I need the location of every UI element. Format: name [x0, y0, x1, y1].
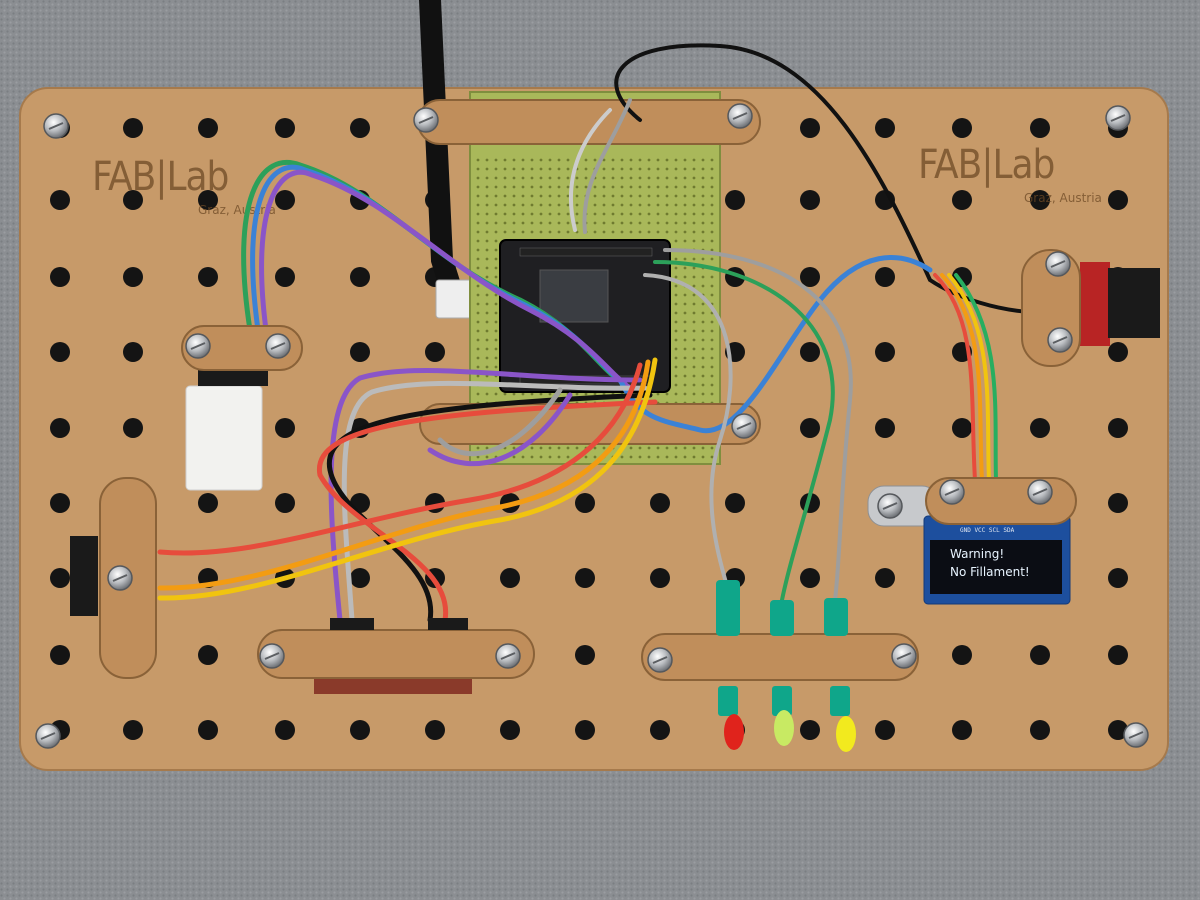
peg-hole: [50, 418, 70, 438]
peg-hole: [123, 720, 143, 740]
peg-hole: [275, 418, 295, 438]
peg-hole: [275, 720, 295, 740]
peg-hole: [1030, 720, 1050, 740]
peg-hole: [123, 190, 143, 210]
svg-text:FAB|Lab: FAB|Lab: [918, 142, 1054, 188]
peg-hole: [875, 720, 895, 740]
peg-hole: [800, 568, 820, 588]
peg-hole: [1108, 190, 1128, 210]
peg-hole: [725, 190, 745, 210]
peg-hole: [875, 267, 895, 287]
peg-hole: [275, 190, 295, 210]
peg-hole: [275, 493, 295, 513]
peg-hole: [952, 118, 972, 138]
peg-hole: [275, 118, 295, 138]
led-clamp: [641, 633, 919, 681]
led-green: [770, 600, 794, 746]
peg-hole: [1108, 493, 1128, 513]
peg-hole: [425, 720, 445, 740]
peg-hole: [50, 342, 70, 362]
peg-hole: [50, 568, 70, 588]
peg-hole: [952, 190, 972, 210]
peg-hole: [952, 720, 972, 740]
peg-hole: [650, 493, 670, 513]
peg-hole: [1108, 645, 1128, 665]
fablab-logo-right: FAB|Lab Graz, Austria: [918, 142, 1102, 205]
peg-hole: [123, 418, 143, 438]
peg-hole: [1030, 418, 1050, 438]
peg-hole: [575, 645, 595, 665]
oled-line-1: Warning!: [950, 547, 1004, 561]
peg-hole: [800, 418, 820, 438]
peg-hole: [575, 493, 595, 513]
middle-clamp-strip: [419, 403, 761, 445]
peg-hole: [350, 342, 370, 362]
peg-hole: [1108, 342, 1128, 362]
led-yellow: [824, 598, 856, 752]
peg-hole: [800, 267, 820, 287]
peg-hole: [725, 493, 745, 513]
peg-hole: [500, 720, 520, 740]
peg-hole: [198, 645, 218, 665]
peg-hole: [952, 645, 972, 665]
dht-sensor-module: [181, 325, 303, 491]
oled-line-2: No Fillament!: [950, 565, 1030, 579]
peg-hole: [800, 118, 820, 138]
svg-text:GND VCC SCL SDA: GND VCC SCL SDA: [960, 527, 1015, 534]
peg-hole: [1030, 190, 1050, 210]
fablab-logo-left: FAB|Lab Graz, Austria: [92, 154, 276, 217]
peg-hole: [350, 267, 370, 287]
peg-hole: [952, 418, 972, 438]
peg-hole: [650, 720, 670, 740]
led-red: [716, 580, 744, 750]
peg-hole: [123, 118, 143, 138]
peg-hole: [50, 645, 70, 665]
peg-hole: [350, 568, 370, 588]
peg-hole: [1108, 720, 1128, 740]
peg-hole: [198, 720, 218, 740]
peg-hole: [875, 342, 895, 362]
peg-hole: [198, 118, 218, 138]
peg-hole: [50, 267, 70, 287]
peg-hole: [1108, 418, 1128, 438]
peg-hole: [275, 267, 295, 287]
bottom-left-clamp: [257, 618, 535, 694]
svg-text:FAB|Lab: FAB|Lab: [92, 154, 228, 200]
peg-hole: [198, 267, 218, 287]
peg-hole: [575, 568, 595, 588]
peg-hole: [50, 493, 70, 513]
peg-hole: [875, 568, 895, 588]
peg-hole: [1030, 645, 1050, 665]
peg-hole: [50, 190, 70, 210]
wiring: [157, 43, 1032, 623]
peg-hole: [123, 267, 143, 287]
bolts: [35, 103, 1149, 749]
peg-hole: [875, 418, 895, 438]
peg-hole: [350, 118, 370, 138]
peg-hole: [875, 118, 895, 138]
peg-hole: [123, 342, 143, 362]
peg-hole: [500, 568, 520, 588]
svg-text:Graz, Austria: Graz, Austria: [1024, 191, 1102, 205]
peg-hole: [1030, 118, 1050, 138]
peg-hole: [800, 190, 820, 210]
peg-hole: [800, 720, 820, 740]
peg-hole: [425, 342, 445, 362]
peg-hole: [350, 720, 370, 740]
peg-hole: [198, 493, 218, 513]
peg-hole: [800, 342, 820, 362]
peg-hole: [575, 720, 595, 740]
peg-hole: [650, 568, 670, 588]
peg-hole: [198, 190, 218, 210]
peg-hole: [1108, 568, 1128, 588]
